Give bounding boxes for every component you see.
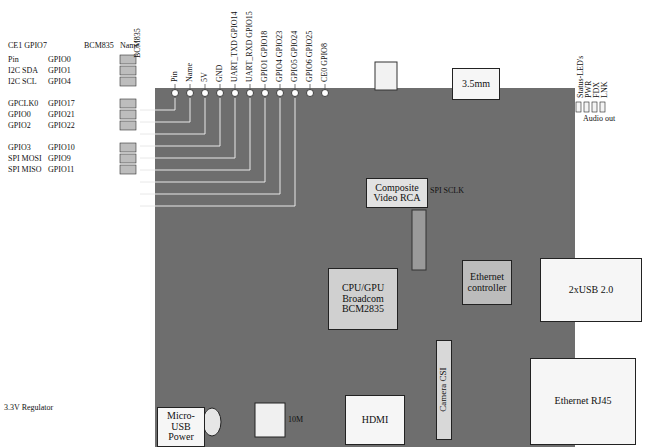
- pin-name: GND: [216, 65, 224, 82]
- part-label: Audio out: [583, 115, 615, 123]
- pin-heading: Pin: [171, 71, 179, 82]
- pin-function: GPIO10: [48, 144, 75, 152]
- ethernet-port: Ethernet RJ45: [530, 358, 636, 445]
- led-label: FDX: [593, 82, 601, 98]
- part-name: Micro-USB Power: [160, 411, 202, 443]
- part-label: SPI SCLK: [430, 187, 464, 195]
- pin-function: GPIO22: [48, 122, 75, 130]
- part-name: CPU/GPU Broadcom BCM2835: [331, 283, 395, 315]
- pin-name: GPIO6 GPIO25: [306, 31, 314, 82]
- camera-connector: Camera CSI: [436, 340, 452, 440]
- regulator: [255, 403, 285, 437]
- pin-name: UART_RXD GPIO15: [246, 11, 254, 82]
- led-label: LNK: [601, 82, 609, 98]
- led-label: Status-LED's: [577, 56, 585, 98]
- pin-name: GPIO1 GPIO18: [261, 31, 269, 82]
- gpio-wires: [140, 98, 295, 206]
- label: 3.3V Regulator: [4, 404, 53, 412]
- pin-function: GPIO21: [48, 111, 75, 119]
- board: [155, 88, 575, 447]
- pin-column: [120, 55, 136, 174]
- status-leds: [576, 102, 605, 112]
- pin-function: GPIO0: [48, 56, 71, 64]
- part-name: Composite Video RCA: [369, 183, 425, 204]
- part-name: 2xUSB 2.0: [569, 285, 613, 296]
- part-name: 3.5mm: [462, 79, 490, 90]
- name-heading: Name: [186, 63, 194, 82]
- rca-jack: [375, 62, 397, 90]
- pin-name: 5V: [201, 72, 209, 82]
- part-label: 10M: [288, 416, 303, 424]
- pin-function: GPIO4: [48, 78, 71, 86]
- audio-jack: 3.5mm: [452, 68, 500, 100]
- part-name: Ethernet controller: [465, 272, 509, 293]
- pin-name: GPIO4 GPIO23: [276, 31, 284, 82]
- label-leaders: [175, 84, 325, 90]
- gpio-name: GPIO0: [8, 111, 31, 119]
- pin-name: GPIO5 GPIO24: [291, 31, 299, 82]
- name-heading: BCM835: [84, 42, 114, 50]
- video-connector: Composite Video RCA: [366, 178, 428, 208]
- gpio-name: GPIO2: [8, 122, 31, 130]
- gpio-name: Pin: [8, 56, 19, 64]
- gpio-name: GPIO3: [8, 144, 31, 152]
- pin-function: GPIO9: [48, 155, 71, 163]
- pin-function: GPIO11: [48, 166, 74, 174]
- usb-port: 2xUSB 2.0: [540, 258, 642, 322]
- pin-function: GPIO17: [48, 100, 75, 108]
- pin-heading: Name: [120, 42, 139, 50]
- part-name: Camera CSI: [439, 368, 448, 412]
- gpio-name: SPI MISO: [8, 166, 42, 174]
- chip-label: CE1 GPIO7: [8, 42, 47, 50]
- cpu-chip: CPU/GPU Broadcom BCM2835: [328, 268, 398, 330]
- gpio-name: GPCLK0: [8, 100, 38, 108]
- gpio-name: SPI MOSI: [8, 155, 42, 163]
- part-name: Ethernet RJ45: [555, 396, 612, 407]
- hdmi-port: HDMI: [345, 395, 405, 445]
- pin-name: UART_TXD GPIO14: [231, 12, 239, 82]
- pin-function: GPIO1: [48, 67, 71, 75]
- power-port: Micro-USB Power: [157, 407, 205, 447]
- part-name: HDMI: [362, 415, 389, 426]
- dsi-connector: [412, 210, 426, 270]
- gpio-name: I2C SDA: [8, 67, 38, 75]
- capacitor: [203, 408, 221, 436]
- gpio-header: [172, 90, 329, 97]
- led-label: PWR: [585, 81, 593, 98]
- gpio-name: I2C SCL: [8, 78, 37, 86]
- pin-name: CE0 GPIO8: [321, 43, 329, 82]
- ethernet-chip: Ethernet controller: [462, 260, 512, 305]
